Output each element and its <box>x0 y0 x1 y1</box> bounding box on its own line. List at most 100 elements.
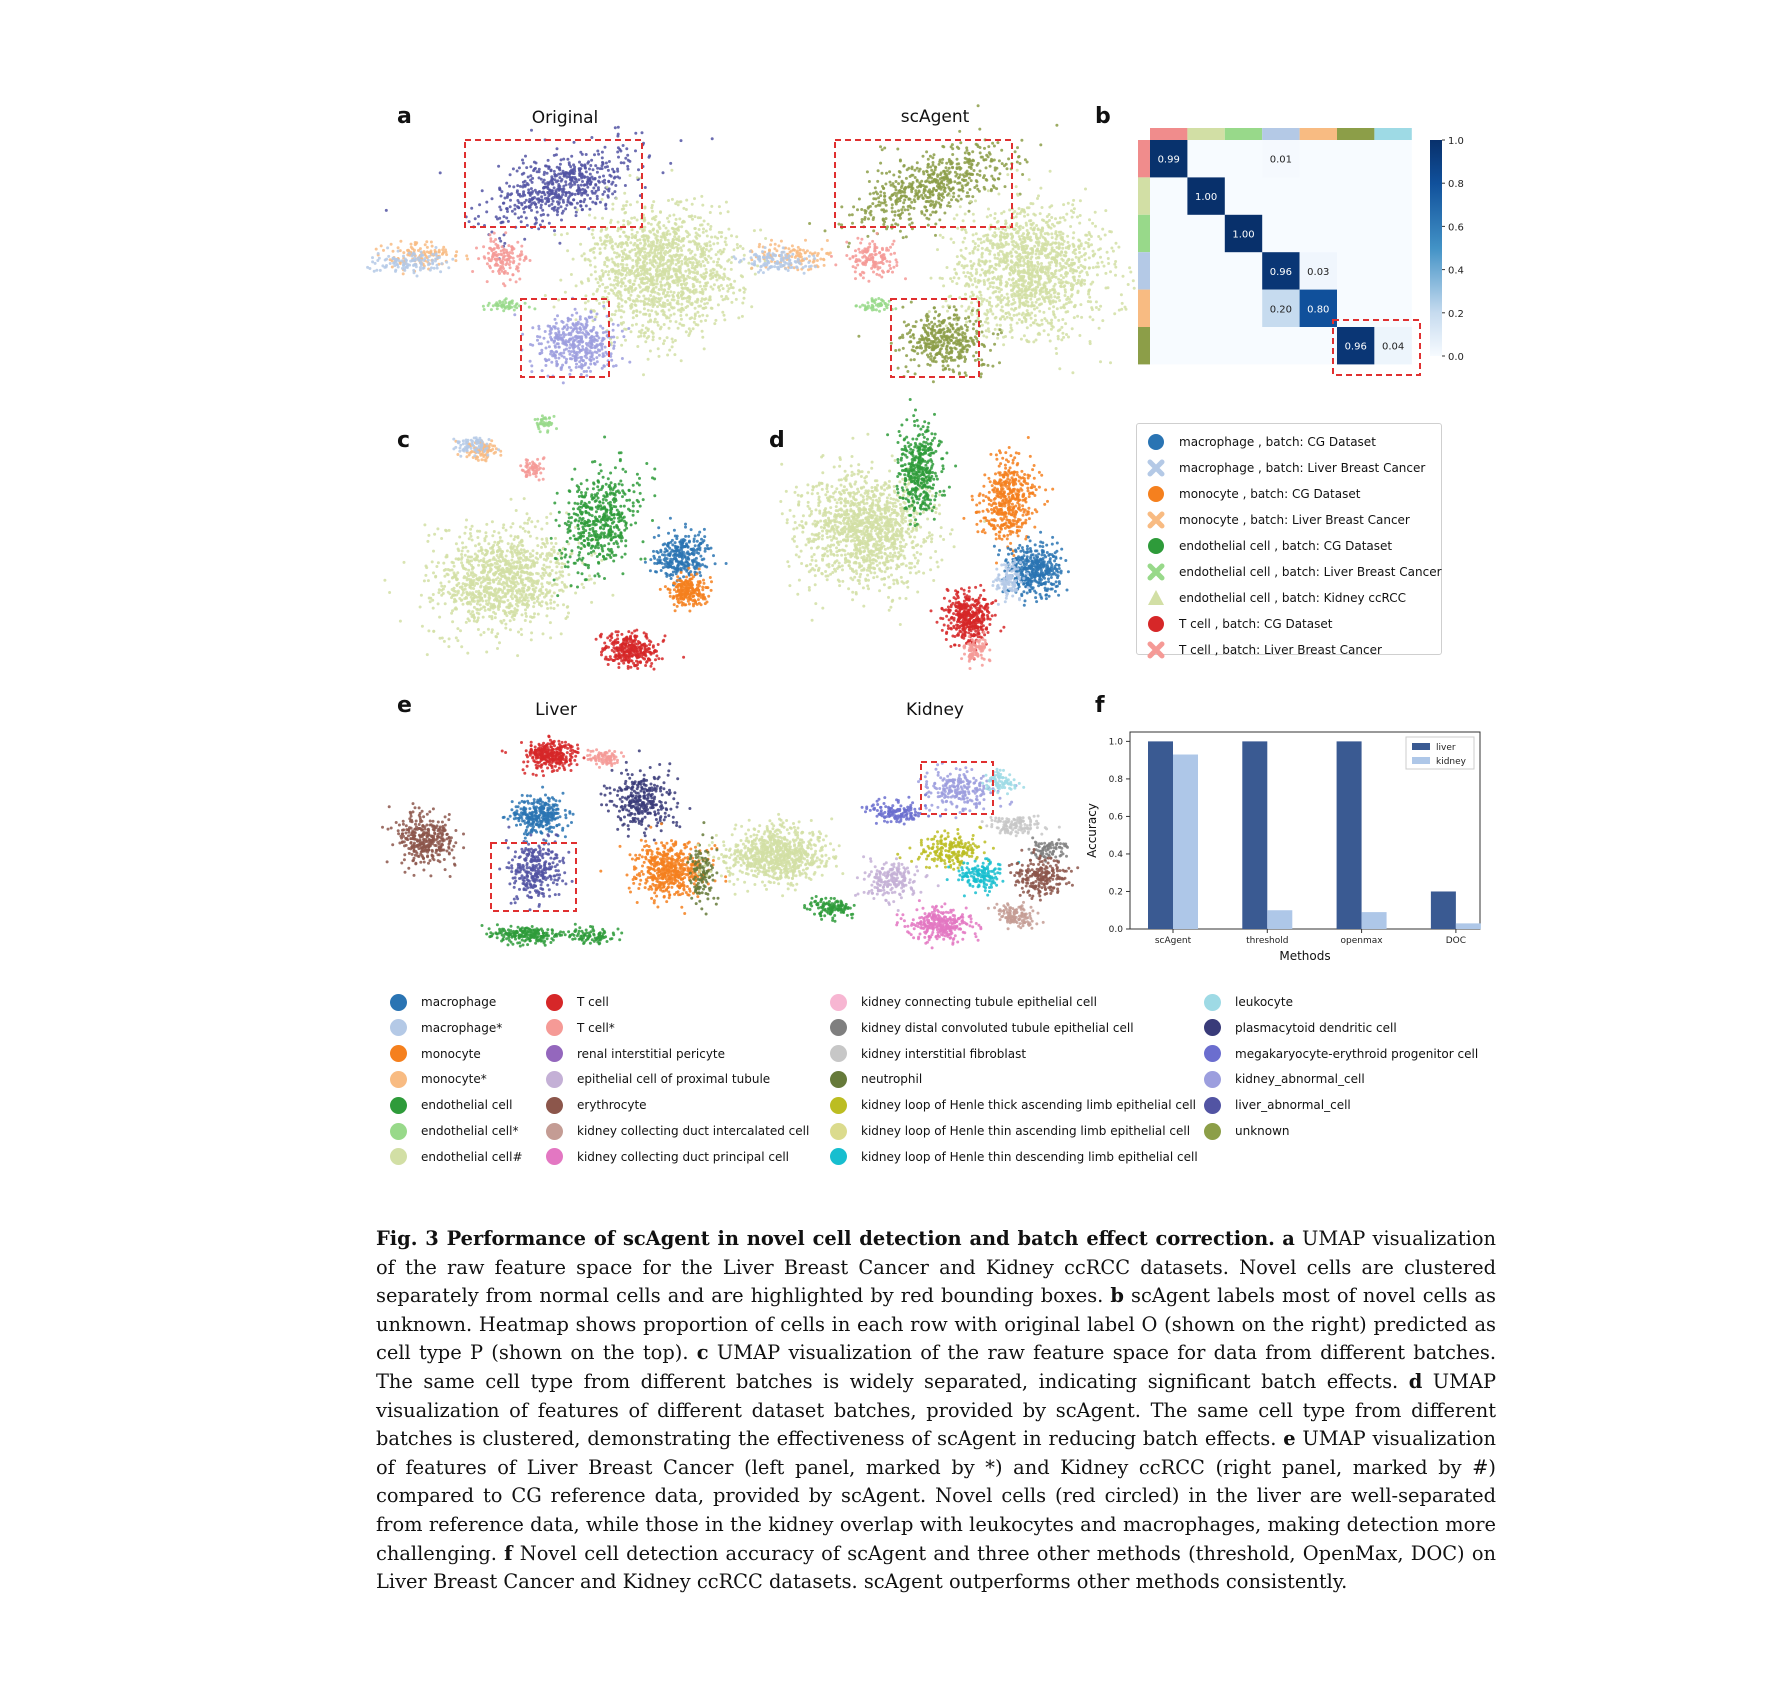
umap-original <box>366 125 768 385</box>
cell-type-legend-item: renal interstitial pericyte <box>546 1043 725 1065</box>
x-tick-label: scAgent <box>1155 936 1192 946</box>
cell-type-legend-label: neutrophil <box>861 1072 923 1087</box>
colorbar-tick-label: 0.8 <box>1448 179 1464 190</box>
caption-text-d: UMAP visualization of features of differ… <box>376 1369 1496 1451</box>
bar-kidney <box>1455 923 1481 929</box>
legend-dot-icon <box>390 1096 407 1114</box>
caption-text-f: Novel cell detection accuracy of scAgent… <box>376 1541 1496 1594</box>
panel-label-f: f <box>1095 693 1105 718</box>
cell-type-legend: macrophage macrophage* monocyte monocyte* en… <box>390 991 1510 1171</box>
cluster <box>829 231 907 283</box>
x-marker-icon <box>1143 511 1169 529</box>
cluster <box>857 300 1003 384</box>
cluster <box>962 436 1055 565</box>
cluster <box>543 168 768 377</box>
colorbar-tick-label: 1.0 <box>1448 136 1464 147</box>
heatmap-cell <box>1262 140 1300 178</box>
y-tick-label: 0.4 <box>1109 850 1124 860</box>
heatmap-side-color-strip <box>1138 177 1150 215</box>
circle-marker-icon <box>1143 615 1169 633</box>
x-marker-icon <box>1143 641 1169 659</box>
legend-dot-icon <box>546 1045 563 1063</box>
cluster <box>732 246 817 275</box>
y-tick-label: 0.0 <box>1109 925 1124 935</box>
legend-dot-icon <box>830 1096 847 1114</box>
bar-liver <box>1242 741 1268 929</box>
y-axis-label: Accuracy <box>1085 803 1099 858</box>
cell-type-legend-label: renal interstitial pericyte <box>577 1046 726 1061</box>
heatmap-top-color-strip <box>1299 128 1337 140</box>
novel-cell-box <box>834 139 1013 228</box>
colorbar-tick-label: 0.0 <box>1448 352 1464 363</box>
legend-dot-icon <box>390 1045 407 1063</box>
figure-caption: Fig. 3 Performance of scAgent in novel c… <box>376 1225 1496 1597</box>
heatmap-cell <box>1299 252 1337 290</box>
batch-legend-item: endothelial cell , batch: CG Dataset <box>1137 534 1392 558</box>
heatmap-cell <box>1299 289 1337 327</box>
heatmap-top-color-strip <box>1187 128 1225 140</box>
cell-type-legend-item: endothelial cell* <box>390 1120 518 1142</box>
batch-legend-item: endothelial cell , batch: Kidney ccRCC <box>1137 586 1406 610</box>
cell-type-legend-label: kidney_abnormal_cell <box>1235 1072 1365 1087</box>
umap-raw-batches <box>383 414 728 671</box>
cluster <box>599 749 692 842</box>
legend-dot-icon <box>390 993 407 1011</box>
cluster <box>498 825 574 912</box>
cell-type-legend-item: kidney interstitial fibroblast <box>830 1043 1026 1065</box>
cluster <box>471 231 532 288</box>
cell-type-legend-label: monocyte <box>421 1046 481 1061</box>
bar-liver <box>1148 741 1173 929</box>
heatmap-cell-label: 0.03 <box>1307 267 1329 278</box>
legend-dot-icon <box>1204 993 1221 1011</box>
y-tick-label: 1.0 <box>1109 737 1124 747</box>
cell-type-legend-label: kidney loop of Henle thin descending lim… <box>861 1149 1198 1164</box>
cell-type-legend-label: endothelial cell# <box>421 1149 523 1164</box>
circle-marker-icon <box>1143 537 1169 555</box>
cluster <box>896 825 995 871</box>
y-tick-label: 0.2 <box>1109 887 1123 897</box>
cell-type-legend-item: kidney distal convoluted tubule epitheli… <box>830 1017 1134 1039</box>
cell-type-legend-item: endothelial cell# <box>390 1146 523 1168</box>
bar-legend-swatch <box>1412 757 1430 764</box>
cluster <box>643 516 728 587</box>
cluster <box>500 734 586 778</box>
caption-text-e: UMAP visualization of features of Liver … <box>376 1427 1496 1565</box>
heatmap-cell-label: 0.99 <box>1158 155 1180 166</box>
novel-cell-box <box>464 139 643 228</box>
cluster <box>779 432 987 626</box>
cell-type-legend-item: endothelial cell <box>390 1094 512 1116</box>
cluster <box>481 297 537 313</box>
bar-kidney <box>1361 912 1387 929</box>
cell-type-legend-label: T cell <box>577 995 609 1009</box>
legend-dot-icon <box>546 1070 563 1088</box>
umap-scagent-batches <box>779 398 1070 670</box>
heatmap-side-color-strip <box>1138 289 1150 327</box>
cluster <box>384 125 714 261</box>
umap-scatter-plots <box>366 104 1143 950</box>
cell-type-legend-label: macrophage <box>421 995 497 1009</box>
bar-kidney <box>1173 754 1198 929</box>
legend-dot-icon <box>390 1019 407 1037</box>
batch-legend-label: monocyte , batch: Liver Breast Cancer <box>1179 513 1410 527</box>
panel-label-a: a <box>397 104 412 129</box>
batch-legend-label: monocyte , batch: CG Dataset <box>1179 487 1361 501</box>
cell-type-legend-label: monocyte* <box>421 1072 487 1087</box>
legend-dot-icon <box>390 1148 407 1166</box>
heatmap-cell <box>1262 289 1300 327</box>
heatmap-cell-label: 1.00 <box>1232 230 1254 241</box>
heatmap-cell-label: 1.00 <box>1195 192 1217 203</box>
caption-label-d: d <box>1408 1369 1423 1393</box>
cell-type-legend-item: monocyte <box>390 1043 481 1065</box>
bar-legend-label: kidney <box>1436 757 1467 767</box>
legend-dot-icon <box>830 1148 847 1166</box>
caption-text-b: scAgent labels most of novel cells as un… <box>376 1284 1496 1365</box>
heatmap-top-color-strip <box>1374 128 1412 140</box>
cell-type-legend-item: liver_abnormal_cell <box>1204 1094 1351 1116</box>
caption-text-a: UMAP visualization of the raw feature sp… <box>376 1227 1496 1308</box>
heatmap-cell-label: 0.20 <box>1270 304 1292 315</box>
cell-type-legend-label: macrophage* <box>421 1020 503 1035</box>
cluster <box>696 812 845 898</box>
cell-type-legend-label: erythrocyte <box>577 1098 647 1113</box>
legend-dot-icon <box>830 1019 847 1037</box>
